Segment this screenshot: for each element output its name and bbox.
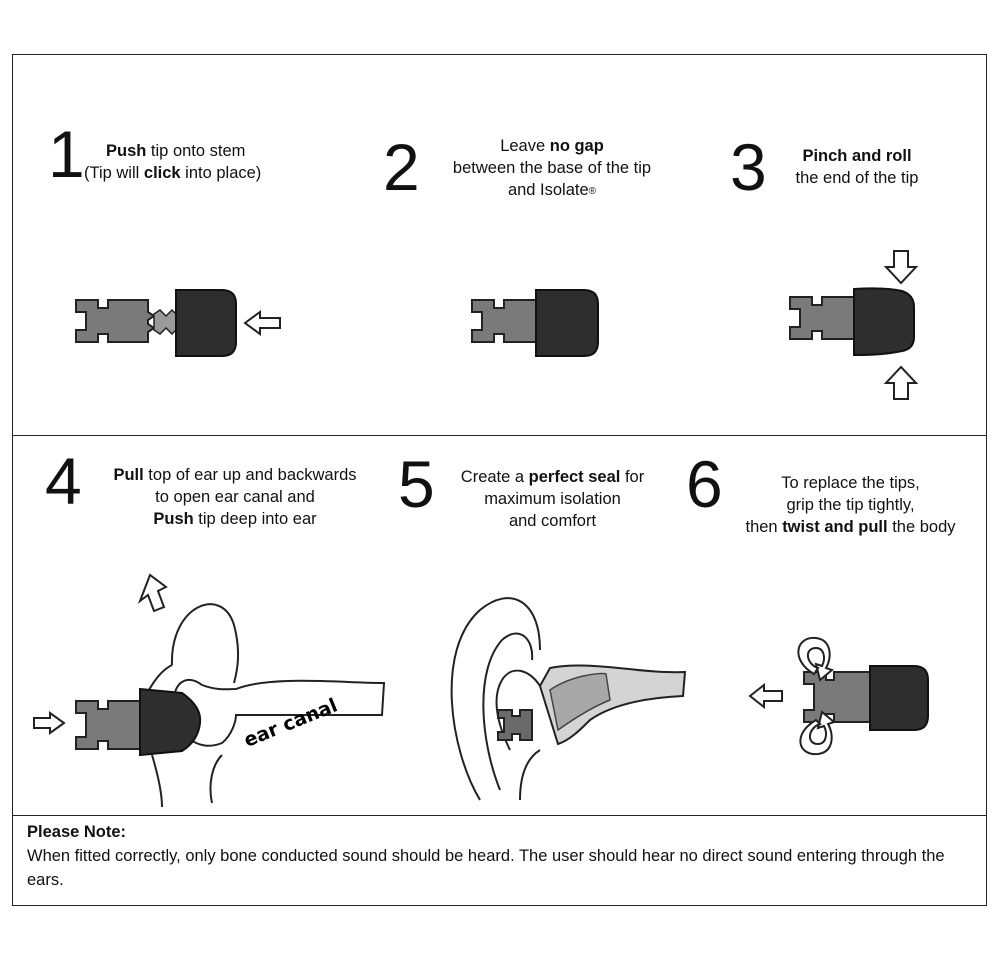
caption-text: and comfort xyxy=(508,512,597,530)
caption-bold: Push xyxy=(106,142,147,160)
step-number: 5 xyxy=(398,447,435,521)
foam-tip xyxy=(175,289,237,357)
stem-body xyxy=(75,299,156,343)
step-caption: Pinch and roll the end of the tip xyxy=(782,145,932,189)
ear-outline xyxy=(170,603,240,684)
caption-text: for xyxy=(620,468,645,486)
pinch-roll-figure xyxy=(789,250,919,400)
step-caption: Create a perfect seal for maximum isolat… xyxy=(440,466,665,532)
foam-tip xyxy=(869,665,929,731)
foam-tip xyxy=(853,287,915,357)
foam-tip xyxy=(535,289,599,357)
caption-bold: twist and pull xyxy=(782,518,888,536)
stem-body xyxy=(497,709,533,741)
tip-on-stem-figure xyxy=(75,289,281,357)
note-heading: Please Note: xyxy=(27,823,127,841)
caption-text: the body xyxy=(887,518,956,536)
ear-outline xyxy=(519,749,541,801)
step-number: 4 xyxy=(45,444,82,518)
press-down-arrow-icon xyxy=(883,250,919,285)
caption-bold: no gap xyxy=(549,137,604,155)
caption-text: the end of the tip xyxy=(795,169,919,187)
step-number: 3 xyxy=(730,130,767,204)
stem-body xyxy=(75,700,143,750)
stem-body xyxy=(803,671,873,723)
ear-outline xyxy=(151,754,163,808)
please-note: Please Note: When fitted correctly, only… xyxy=(27,820,972,892)
note-divider xyxy=(12,815,987,816)
caption-bold: Push xyxy=(153,510,194,528)
sealed-ear-figure xyxy=(450,597,687,801)
twist-pull-figure xyxy=(748,636,929,756)
caption-text: tip onto stem xyxy=(146,142,246,160)
press-up-arrow-icon xyxy=(883,365,919,400)
step-number: 1 xyxy=(48,117,85,191)
ear-outline xyxy=(482,632,534,791)
registered-mark: ® xyxy=(588,186,597,197)
note-body: When fitted correctly, only bone conduct… xyxy=(27,847,945,889)
no-gap-figure xyxy=(471,289,599,357)
twist-bottom-arrow-icon xyxy=(799,710,837,756)
caption-text: maximum isolation xyxy=(484,490,621,508)
step-number: 2 xyxy=(383,130,420,204)
caption-bold: perfect seal xyxy=(528,468,621,486)
push-right-arrow-icon xyxy=(33,711,66,735)
caption-text: then xyxy=(745,518,783,536)
stem-thread xyxy=(153,308,179,336)
caption-text: Create a xyxy=(460,468,529,486)
caption-text: into place) xyxy=(180,164,262,182)
caption-text: To replace the tips, xyxy=(781,474,920,492)
twist-top-arrow-icon xyxy=(797,636,835,682)
pull-left-arrow-icon xyxy=(748,682,783,710)
step-caption: Push tip onto stem (Tip will click into … xyxy=(84,140,262,184)
caption-text: grip the tip tightly, xyxy=(786,496,915,514)
caption-bold: click xyxy=(143,164,181,182)
caption-text: between the base of the tip xyxy=(452,159,652,177)
push-left-arrow-icon xyxy=(243,310,281,336)
ear-outline xyxy=(209,754,223,804)
insert-tip-ear-figure: ear canal xyxy=(33,573,386,808)
ear-outline xyxy=(450,597,541,801)
step-caption: Pull top of ear up and backwards to open… xyxy=(90,464,380,530)
caption-bold: Pull xyxy=(113,466,144,484)
caption-text: to open ear canal and xyxy=(155,488,315,506)
stem-body xyxy=(471,299,537,343)
sealed-tip xyxy=(549,672,611,732)
caption-text: Leave xyxy=(500,137,550,155)
step-caption: Leave no gap between the base of the tip… xyxy=(432,135,672,203)
caption-text: top of ear up and backwards xyxy=(143,466,357,484)
caption-text: (Tip will xyxy=(84,164,144,182)
caption-text: tip deep into ear xyxy=(193,510,317,528)
caption-bold: Pinch and roll xyxy=(802,147,912,165)
instructions-frame xyxy=(12,54,987,906)
stem-body xyxy=(789,296,855,340)
row-divider xyxy=(12,435,987,436)
pull-up-arrow-icon xyxy=(137,573,168,613)
step-caption: To replace the tips, grip the tip tightl… xyxy=(723,472,978,538)
caption-text: and Isolate xyxy=(507,181,589,199)
step-number: 6 xyxy=(686,447,723,521)
foam-tip xyxy=(139,687,202,757)
